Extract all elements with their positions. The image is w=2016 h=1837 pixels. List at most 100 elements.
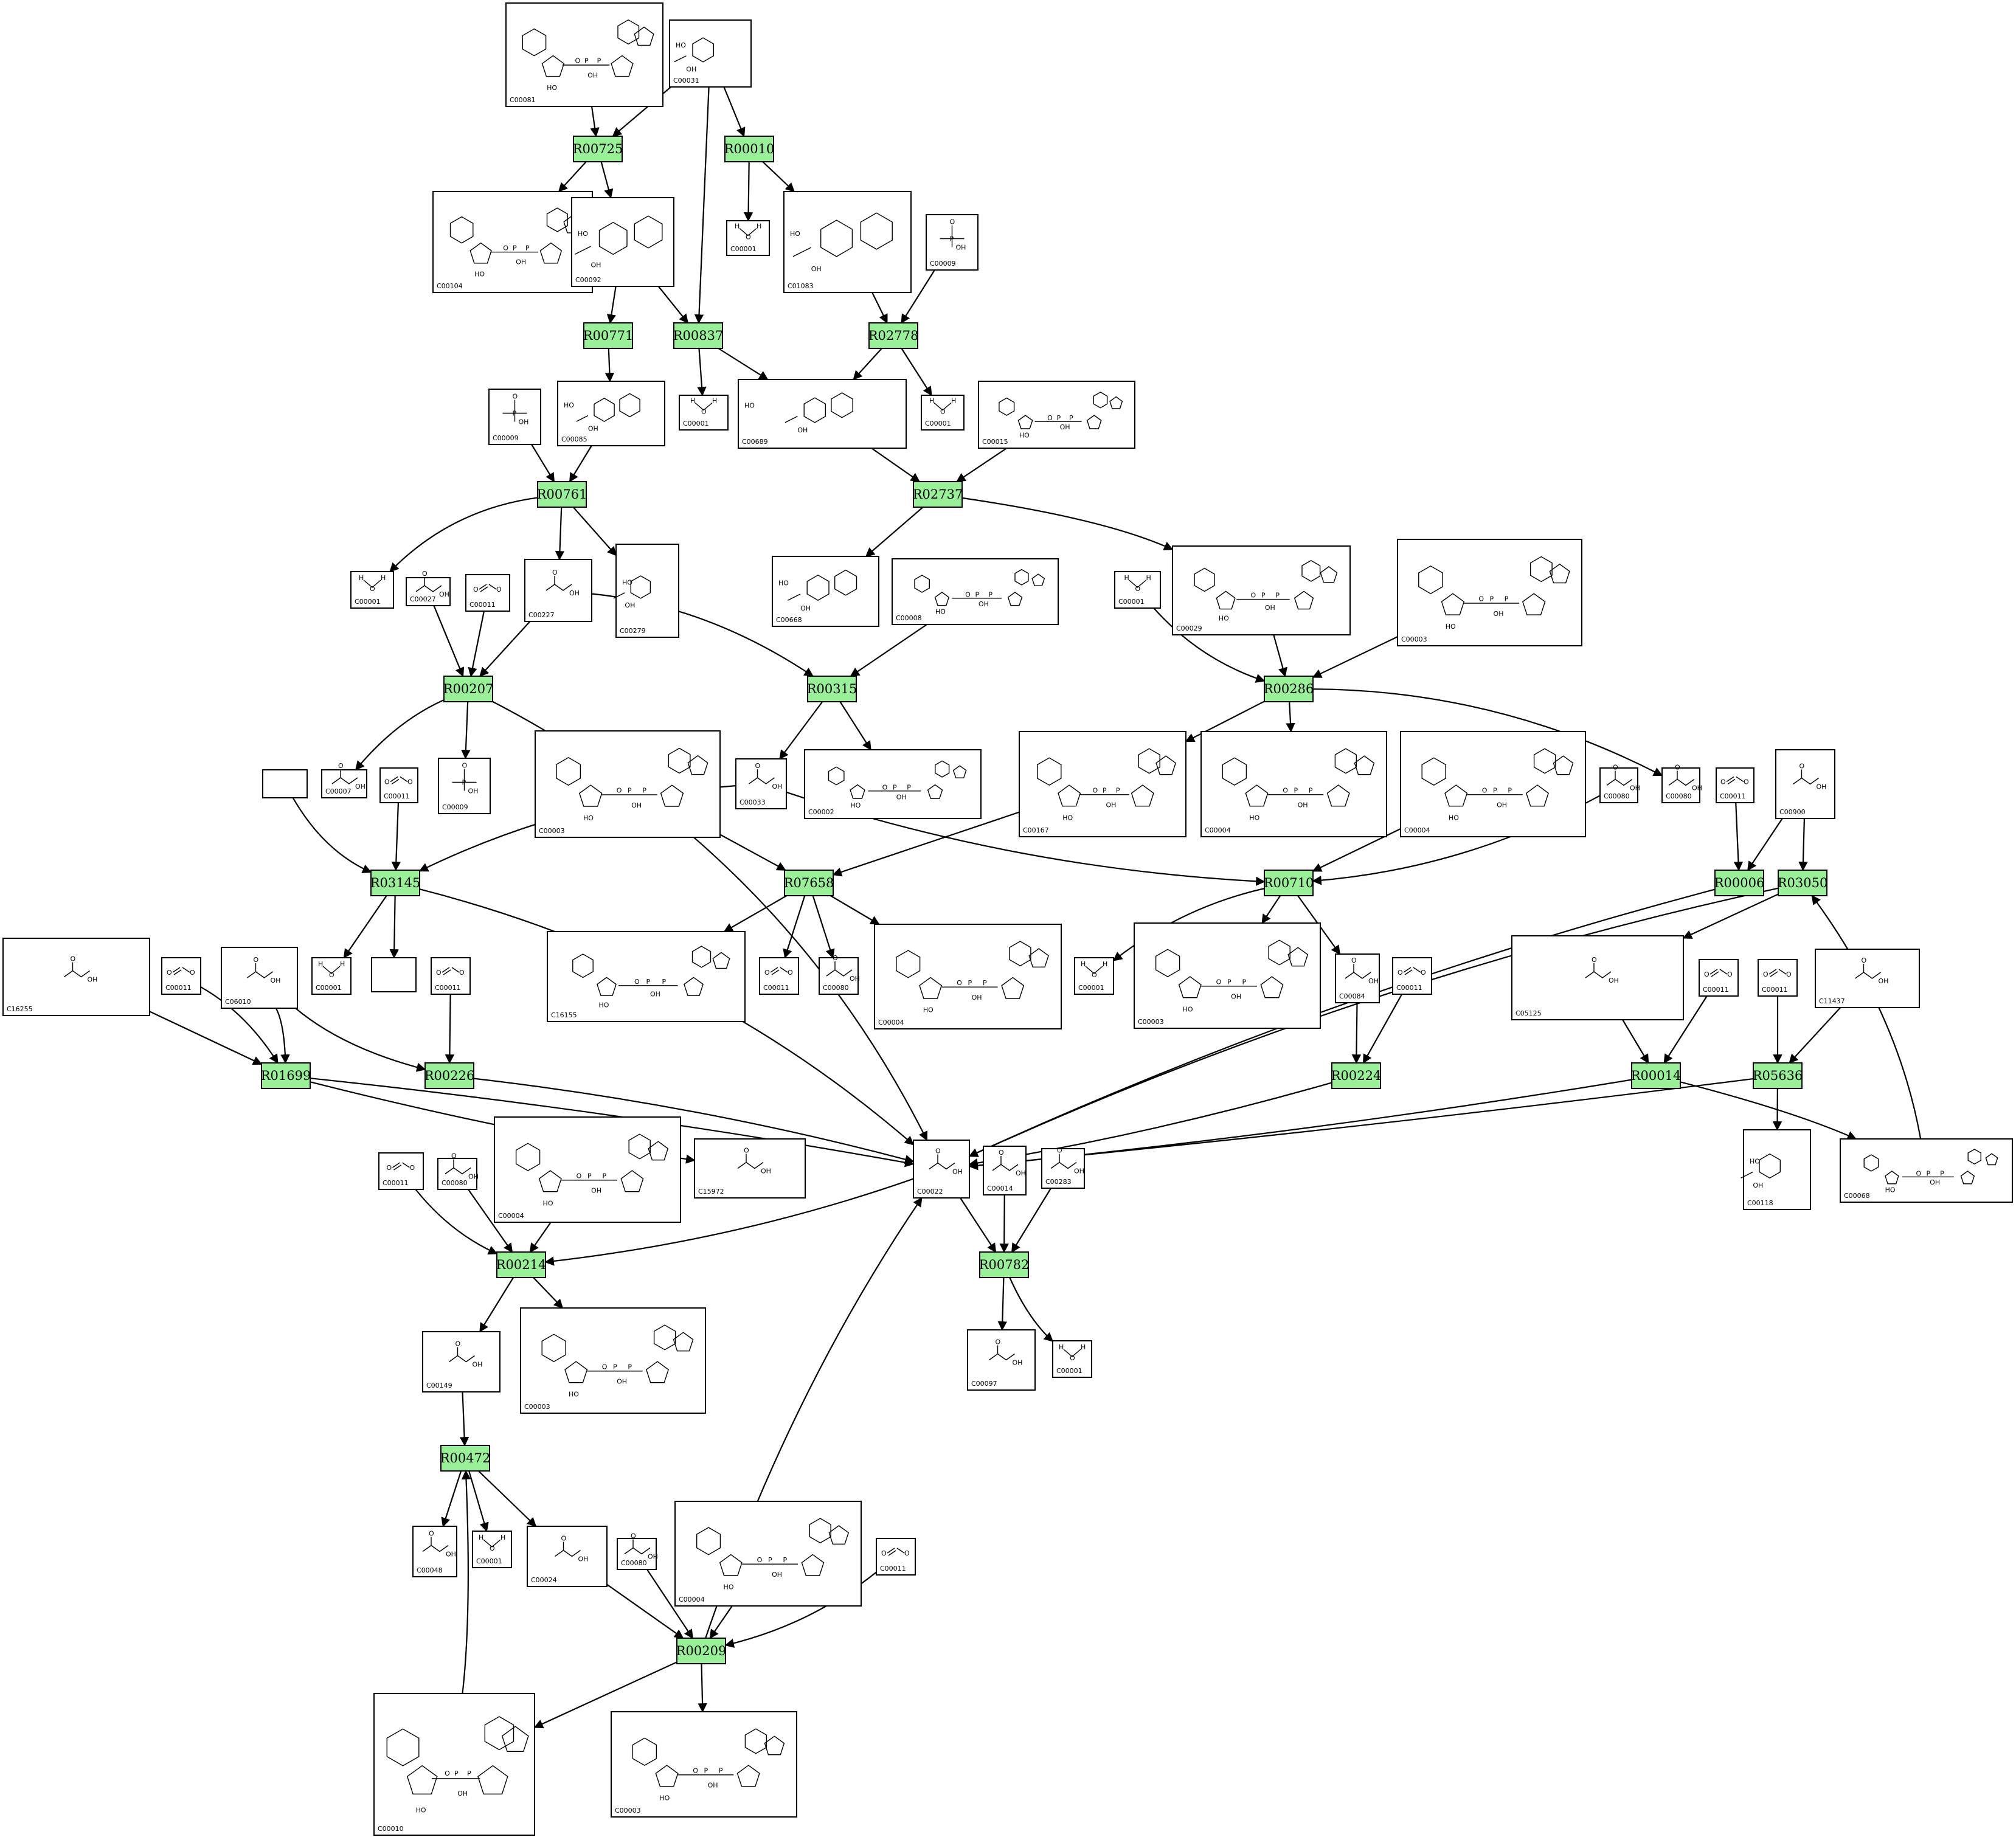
reaction-node-r00207[interactable]: R00207 bbox=[443, 676, 494, 702]
reaction-node-r00226[interactable]: R00226 bbox=[424, 1062, 475, 1089]
reaction-node-r00209[interactable]: R00209 bbox=[676, 1638, 727, 1664]
reaction-node-r07658[interactable]: R07658 bbox=[784, 870, 834, 896]
reaction-node-r00214[interactable]: R00214 bbox=[496, 1251, 547, 1278]
reaction-node-r03050[interactable]: R03050 bbox=[1778, 870, 1828, 896]
reaction-node-r00286[interactable]: R00286 bbox=[1264, 676, 1314, 702]
reaction-node-r00010[interactable]: R00010 bbox=[724, 136, 775, 162]
reaction-node-r00315[interactable]: R00315 bbox=[807, 676, 857, 702]
reaction-node-r00014[interactable]: R00014 bbox=[1631, 1062, 1682, 1089]
reaction-node-r00771[interactable]: R00771 bbox=[583, 322, 634, 349]
reaction-node-r00725[interactable]: R00725 bbox=[573, 136, 623, 162]
reaction-node-r00224[interactable]: R00224 bbox=[1331, 1062, 1382, 1089]
reaction-node-r02778[interactable]: R02778 bbox=[868, 322, 919, 349]
reaction-node-r00782[interactable]: R00782 bbox=[979, 1251, 1030, 1278]
reaction-node-r00837[interactable]: R00837 bbox=[673, 322, 724, 349]
reaction-node-r03145[interactable]: R03145 bbox=[370, 870, 421, 896]
reaction-node-r00472[interactable]: R00472 bbox=[440, 1445, 491, 1472]
reaction-node-r00761[interactable]: R00761 bbox=[537, 481, 587, 508]
compound-box-blank_a[interactable] bbox=[262, 769, 308, 798]
reaction-node-r00006[interactable]: R00006 bbox=[1714, 870, 1765, 896]
reaction-node-r00710[interactable]: R00710 bbox=[1264, 870, 1314, 896]
reaction-node-r01699[interactable]: R01699 bbox=[261, 1062, 311, 1089]
reaction-node-r02737[interactable]: R02737 bbox=[913, 481, 963, 508]
compound-box-blank_b[interactable] bbox=[371, 957, 417, 992]
reaction-node-r05636[interactable]: R05636 bbox=[1753, 1062, 1803, 1089]
